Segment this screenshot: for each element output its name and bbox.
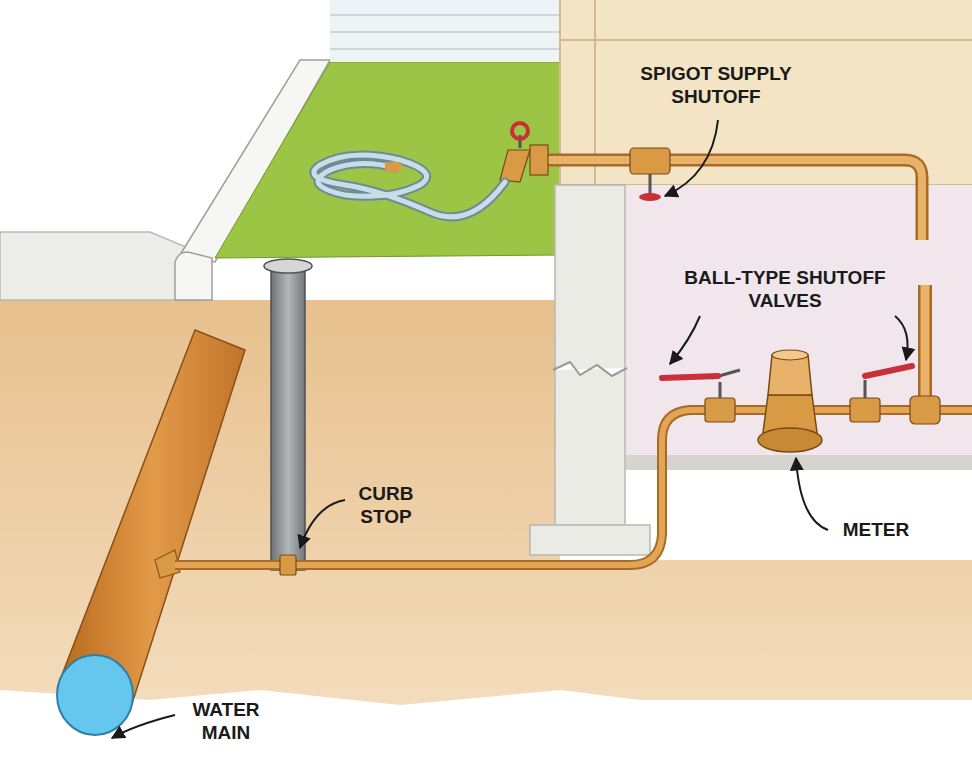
meter-lid xyxy=(772,350,808,360)
curb-box xyxy=(271,268,305,570)
valve-handle xyxy=(865,366,912,376)
wall-break xyxy=(553,362,627,376)
leader-arrow xyxy=(670,316,700,364)
riser xyxy=(921,285,930,410)
foundation-wall xyxy=(555,185,625,530)
valve-handle xyxy=(639,193,661,201)
curb-box-cap xyxy=(264,259,312,273)
spigot-handle xyxy=(512,123,528,139)
elbow xyxy=(910,396,940,424)
siding xyxy=(330,0,560,62)
leader-arrow xyxy=(796,458,828,530)
meter-register xyxy=(768,355,812,395)
meter-base xyxy=(758,428,822,452)
hose-nozzle xyxy=(385,162,401,172)
callout-label: BALL-TYPE SHUTOFF VALVES xyxy=(670,266,900,312)
callout-label: METER xyxy=(816,518,936,541)
riser-shadow xyxy=(918,285,932,410)
service-pipe-shadow xyxy=(175,410,972,565)
water-main-end xyxy=(57,655,133,735)
curb-end xyxy=(175,252,212,300)
spigot-body xyxy=(500,150,530,182)
callout-label: CURB STOP xyxy=(346,482,426,528)
siding-lines xyxy=(330,15,560,49)
hose-outline xyxy=(314,155,505,217)
leader-arrow xyxy=(895,316,908,360)
callout-label: WATER MAIN xyxy=(181,698,271,744)
leader-arrow xyxy=(300,500,345,548)
spigot-pipe-shadow xyxy=(540,160,922,240)
leader-arrow xyxy=(665,120,718,196)
service-pipe xyxy=(175,410,972,565)
ball-valve-right xyxy=(850,398,880,422)
leader-arrow xyxy=(112,715,175,738)
basement-space xyxy=(595,185,972,460)
water-main-pipe xyxy=(60,330,245,710)
spigot-pipe xyxy=(540,160,922,240)
valve-stem xyxy=(864,380,867,398)
valve-handle xyxy=(662,376,718,378)
footing xyxy=(530,525,650,555)
spigot-flange xyxy=(530,145,548,175)
garden-hose xyxy=(314,155,505,217)
lawn xyxy=(215,62,560,258)
spigot-shutoff-valve xyxy=(630,148,670,174)
basement-floor xyxy=(595,455,972,470)
ball-valve-left xyxy=(705,398,735,422)
callout-label: SPIGOT SUPPLY SHUTOFF xyxy=(616,62,816,108)
valve-stem xyxy=(649,174,652,194)
curb-stop-valve xyxy=(280,555,296,575)
